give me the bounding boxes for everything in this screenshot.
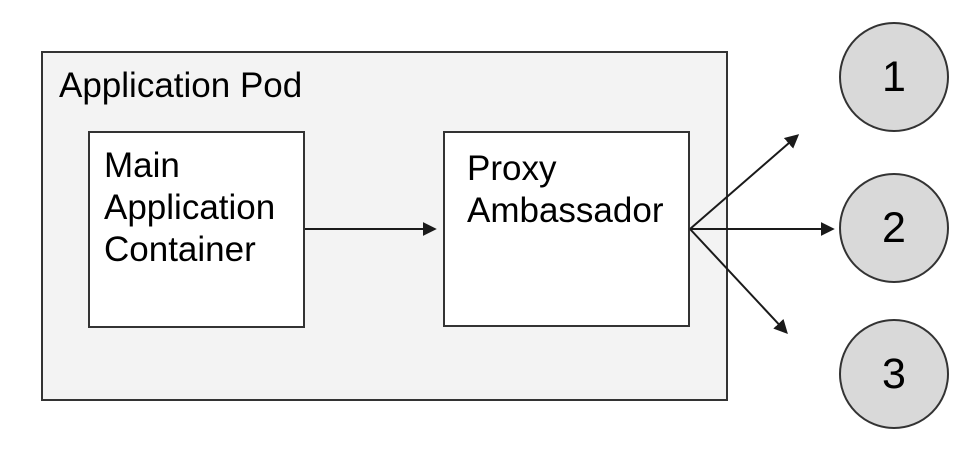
endpoint-circle-2: 2 bbox=[839, 173, 949, 283]
endpoint-1-label: 1 bbox=[882, 52, 906, 101]
proxy-ambassador-label: Proxy Ambassador bbox=[467, 149, 664, 230]
endpoint-circle-1: 1 bbox=[839, 22, 949, 132]
endpoint-3-label: 3 bbox=[882, 349, 906, 398]
node-main-application-container: Main Application Container bbox=[88, 131, 305, 328]
endpoint-circle-3: 3 bbox=[839, 319, 949, 429]
application-pod-label: Application Pod bbox=[59, 66, 303, 105]
node-proxy-ambassador: Proxy Ambassador bbox=[443, 131, 690, 327]
main-application-container-label: Main Application Container bbox=[104, 146, 276, 269]
endpoint-2-label: 2 bbox=[882, 203, 906, 252]
